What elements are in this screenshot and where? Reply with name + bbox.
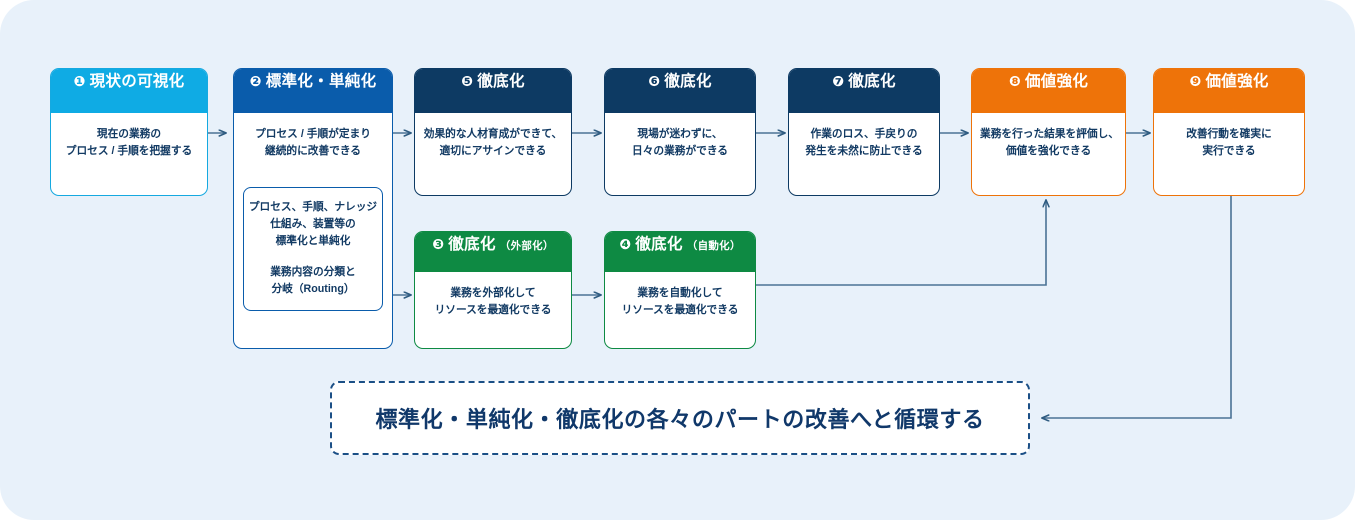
node-1-genjo-no-kashika[interactable]: ❶ 現状の可視化 現在の業務の プロセス / 手順を把握する	[50, 68, 208, 196]
node-6-body-line-1: 現場が迷わずに、	[637, 128, 723, 140]
node-4-body: 業務を自動化して リソースを最適化できる	[605, 272, 755, 348]
node-4-body-line-2: リソースを最適化できる	[621, 304, 739, 317]
node-8-body-line-1: 業務を行った結果を評価し、	[980, 128, 1119, 140]
node-5-title: 徹底化	[477, 73, 525, 90]
node-2-subcard: プロセス、手順、ナレッジ 仕組み、装置等の 標準化と単純化 業務内容の分類と 分…	[243, 186, 383, 312]
node-4-tetteika-jidoka[interactable]: ❹ 徹底化 （自動化） 業務を自動化して リソースを最適化できる	[604, 231, 756, 349]
node-6-number: ❻	[648, 73, 661, 89]
node-9-body: 改善行動を確実に 実行できる	[1154, 113, 1304, 195]
node-6-header: ❻ 徹底化	[605, 69, 755, 113]
node-5-header: ❺ 徹底化	[415, 69, 571, 113]
node-2-hyojunka-tanjunka[interactable]: ❷ 標準化・単純化 プロセス / 手順が定まり 継続的に改善できる プロセス、手…	[233, 68, 393, 349]
node-3-header: ❸ 徹底化 （外部化）	[415, 232, 571, 272]
node-4-header: ❹ 徹底化 （自動化）	[605, 232, 755, 272]
node-6-tetteika[interactable]: ❻ 徹底化 現場が迷わずに、 日々の業務ができる	[604, 68, 756, 196]
node-9-title: 価値強化	[1205, 73, 1269, 90]
node-2-body-line-1: プロセス / 手順が定まり	[255, 128, 371, 140]
node-5-tetteika[interactable]: ❺ 徹底化 効果的な人材育成ができて、 適切にアサインできる	[414, 68, 572, 196]
node-2-subcard-group-1: プロセス、手順、ナレッジ 仕組み、装置等の 標準化と単純化	[248, 199, 378, 251]
node-1-number: ❶	[73, 73, 86, 89]
node-7-header: ❼ 徹底化	[789, 69, 939, 113]
node-9-kachi-kyoka[interactable]: ❾ 価値強化 改善行動を確実に 実行できる	[1153, 68, 1305, 196]
node-9-body-line-1: 改善行動を確実に	[1186, 128, 1272, 140]
node-3-tetteika-gaibuka[interactable]: ❸ 徹底化 （外部化） 業務を外部化して リソースを最適化できる	[414, 231, 572, 349]
node-3-title: 徹底化	[448, 236, 496, 253]
node-2-subcard-line-2: 仕組み、装置等の	[270, 217, 356, 230]
node-3-subtitle: （外部化）	[499, 240, 554, 252]
node-1-body: 現在の業務の プロセス / 手順を把握する	[51, 113, 207, 195]
node-2-body: プロセス / 手順が定まり 継続的に改善できる	[234, 113, 392, 165]
node-7-body-line-1: 作業のロス、手戻りの	[810, 128, 918, 140]
node-2-body-line-2: 継続的に改善できる	[265, 145, 361, 158]
node-8-title: 価値強化	[1024, 73, 1089, 90]
node-2-subcard-group-2: 業務内容の分類と 分岐（Routing）	[248, 264, 378, 299]
node-6-body: 現場が迷わずに、 日々の業務ができる	[605, 113, 755, 195]
node-1-body-line-1: 現在の業務の	[96, 128, 162, 140]
node-5-body: 効果的な人材育成ができて、 適切にアサインできる	[415, 113, 571, 195]
cycle-banner: 標準化・単純化・徹底化の各々のパートの改善へと循環する	[330, 381, 1030, 455]
node-7-number: ❼	[832, 73, 845, 89]
node-7-tetteika[interactable]: ❼ 徹底化 作業のロス、手戻りの 発生を未然に防止できる	[788, 68, 940, 196]
node-8-header: ❽ 価値強化	[972, 69, 1125, 113]
node-4-subtitle: （自動化）	[686, 240, 741, 252]
node-3-body-line-1: 業務を外部化して	[450, 287, 536, 299]
node-3-number: ❸	[432, 236, 445, 252]
node-2-title: 標準化・単純化	[265, 73, 377, 90]
node-2-subcard-line-4: 業務内容の分類と	[270, 265, 356, 278]
node-4-body-line-1: 業務を自動化して	[637, 287, 723, 299]
node-5-body-line-1: 効果的な人材育成ができて、	[423, 128, 563, 140]
node-4-title: 徹底化	[635, 236, 683, 253]
node-7-body: 作業のロス、手戻りの 発生を未然に防止できる	[789, 113, 939, 195]
node-6-title: 徹底化	[664, 73, 712, 90]
node-5-body-line-2: 適切にアサインできる	[439, 145, 547, 158]
node-2-subcard-line-5: 分岐（Routing）	[271, 282, 355, 295]
node-3-body: 業務を外部化して リソースを最適化できる	[415, 272, 571, 348]
cycle-banner-text: 標準化・単純化・徹底化の各々のパートの改善へと循環する	[375, 407, 985, 432]
node-6-body-line-2: 日々の業務ができる	[632, 145, 728, 158]
node-7-title: 徹底化	[848, 73, 896, 90]
node-1-body-line-2: プロセス / 手順を把握する	[65, 145, 193, 158]
node-8-number: ❽	[1008, 73, 1021, 89]
node-4-number: ❹	[619, 236, 632, 252]
node-2-number: ❷	[249, 73, 262, 89]
node-2-header: ❷ 標準化・単純化	[234, 69, 392, 113]
node-1-header: ❶ 現状の可視化	[51, 69, 207, 113]
node-7-body-line-2: 発生を未然に防止できる	[805, 145, 923, 158]
node-9-body-line-2: 実行できる	[1202, 145, 1256, 158]
node-3-body-line-2: リソースを最適化できる	[434, 304, 552, 317]
node-8-body-line-2: 価値を強化できる	[1005, 145, 1092, 158]
node-5-number: ❺	[461, 73, 474, 89]
node-1-title: 現状の可視化	[89, 73, 185, 90]
node-8-body: 業務を行った結果を評価し、 価値を強化できる	[972, 113, 1125, 195]
node-9-header: ❾ 価値強化	[1154, 69, 1304, 113]
node-9-number: ❾	[1189, 73, 1202, 89]
node-8-kachi-kyoka[interactable]: ❽ 価値強化 業務を行った結果を評価し、 価値を強化できる	[971, 68, 1126, 196]
node-2-subcard-line-1: プロセス、手順、ナレッジ	[248, 200, 378, 213]
node-2-subcard-line-3: 標準化と単純化	[275, 235, 351, 248]
